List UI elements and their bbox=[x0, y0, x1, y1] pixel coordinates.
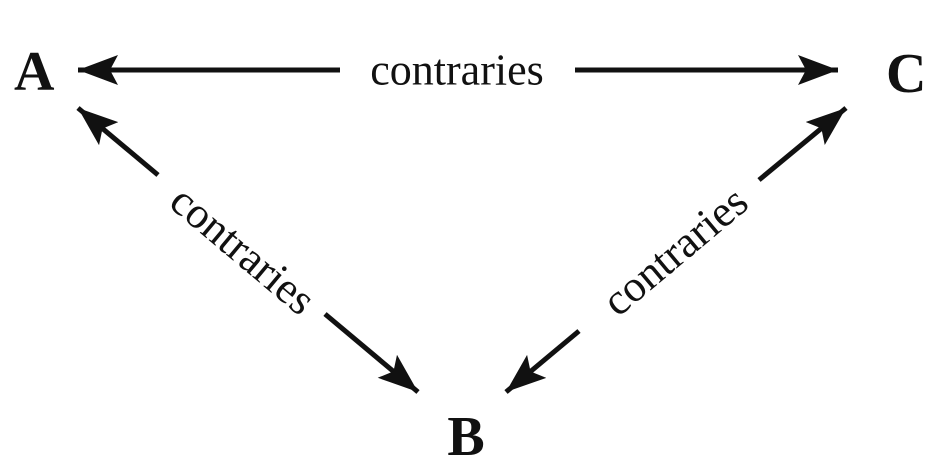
node-b-label: B bbox=[447, 406, 484, 468]
edge-ab-label: contraries bbox=[161, 175, 325, 324]
edge-bc-line-top bbox=[757, 106, 848, 182]
edge-bc-line-bottom bbox=[504, 329, 581, 394]
node-c-label: C bbox=[886, 43, 926, 105]
edge-ab-line-bottom bbox=[323, 312, 420, 394]
edge-ac-label: contraries bbox=[370, 46, 543, 95]
edge-bc-label: contraries bbox=[593, 176, 757, 325]
node-a-label: A bbox=[14, 41, 55, 103]
edge-ab-line-top bbox=[76, 106, 160, 177]
